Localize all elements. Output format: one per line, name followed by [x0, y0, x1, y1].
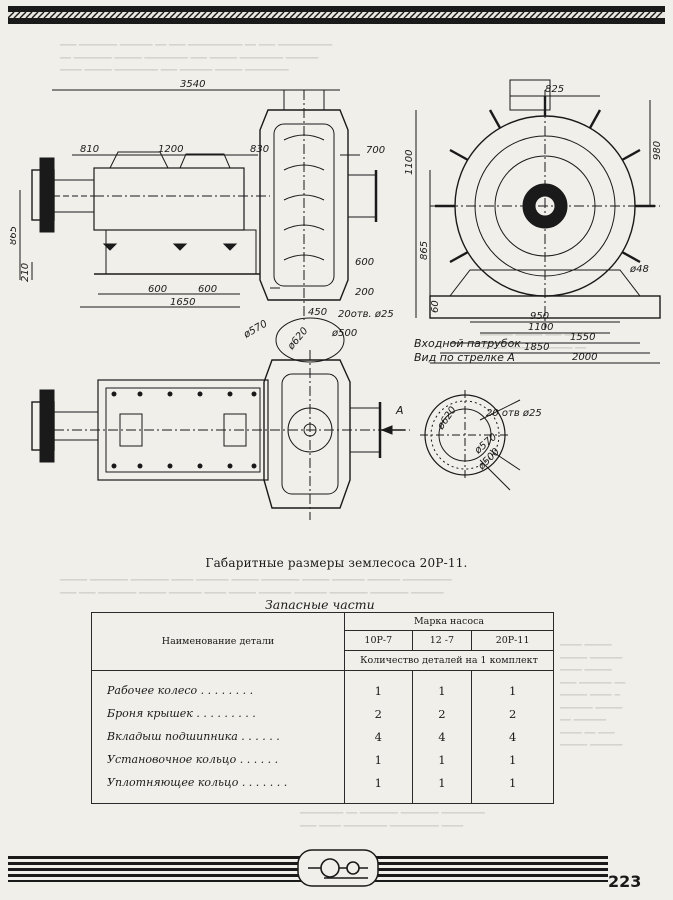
front-view	[415, 79, 661, 364]
inlet-subtitle: Вид по стрелке А	[414, 351, 515, 364]
dim-1650: 1650	[170, 297, 195, 308]
dim-600-c: 600	[355, 257, 374, 268]
qty-cell: 1	[411, 771, 473, 804]
dim-620-a: ø620	[285, 326, 310, 353]
dim-950: 950	[530, 311, 549, 322]
qty-cell: 4	[411, 725, 473, 749]
qty-header: Количество деталей на 1 комплект	[344, 650, 554, 671]
qty-cell: 1	[471, 748, 554, 772]
page-number: 223	[608, 872, 642, 891]
part-name: Уплотняющее кольцо	[107, 776, 239, 790]
dim-830: 830	[250, 144, 269, 155]
part-name: Рабочее колесо	[107, 683, 198, 697]
dim-1550: 1550	[570, 332, 595, 343]
bleed-through-text: ────── ───── ─── ───────── ────── ───── …	[480, 331, 587, 354]
dim-60: 60	[430, 300, 441, 313]
dim-210: 210	[20, 263, 31, 282]
dim-holes-b: 20 отв ø25	[486, 408, 542, 419]
col-header-model: 10Р-7	[344, 630, 413, 651]
top-ornament-band	[8, 6, 665, 24]
part-name: Броня крышек	[107, 707, 193, 721]
table-row: Рабочее колесо . . . . . . . . 1 1 1	[91, 670, 554, 703]
bottom-ornament-band	[8, 849, 608, 887]
col-header-model: 20Р-11	[471, 630, 554, 651]
dim-450: 450	[308, 307, 327, 318]
col-header-name: Наименование детали	[91, 612, 345, 671]
qty-cell: 2	[411, 702, 473, 726]
table-row: Броня крышек . . . . . . . . . 2 2 2	[91, 702, 554, 726]
qty-cell: 1	[344, 748, 413, 772]
qty-cell: 4	[344, 725, 413, 749]
inlet-flange-view	[420, 390, 521, 491]
bleed-through-text: ──────── ── ─────── ─────── ─────────── …	[300, 809, 485, 832]
plan-view	[31, 317, 410, 520]
col-header-group: Марка насоса	[344, 612, 554, 631]
part-name: Установочное кольцо	[107, 752, 237, 766]
arrow-a-label: A	[395, 404, 404, 417]
table-row: Уплотняющее кольцо . . . . . . . 1 1 1	[91, 771, 554, 804]
bleed-through-text: ───── ─────── ─────── ──── ────── ───── …	[60, 576, 452, 599]
pump-emblem-icon	[297, 849, 379, 887]
qty-cell: 1	[471, 670, 554, 703]
dredge-pump-drawing: 3540 810 1200 830 700 865 210 600 600 16…	[10, 79, 663, 520]
dim-1850: 1850	[524, 342, 549, 353]
part-name: Вкладыш подшипника	[107, 729, 238, 743]
inlet-title: Входной патрубок	[414, 337, 521, 350]
bleed-through-text: ──── ────────── ────────── ──────── ────…	[560, 641, 626, 751]
table-row: Вкладыш подшипника . . . . . . 4 4 4	[91, 725, 554, 749]
col-header-model: 12 -7	[411, 630, 473, 651]
qty-cell: 1	[411, 748, 473, 772]
dim-200: 200	[355, 287, 374, 298]
dim-620-b: ø620	[435, 405, 459, 433]
spare-parts-table: Наименование детали Марка насоса 10Р-7 1…	[91, 612, 554, 804]
qty-cell: 4	[471, 725, 554, 749]
dim-500-a: ø500	[331, 328, 357, 339]
qty-cell: 1	[411, 670, 473, 703]
dim-48: ø48	[629, 264, 649, 275]
dim-3540: 3540	[180, 79, 205, 90]
qty-cell: 1	[344, 771, 413, 804]
dim-1200: 1200	[158, 144, 183, 155]
dim-600-a: 600	[148, 284, 167, 295]
dim-825: 825	[545, 84, 564, 95]
dim-600-b: 600	[198, 284, 217, 295]
dim-810: 810	[80, 144, 99, 155]
dim-865-left: 865	[10, 226, 19, 245]
qty-cell: 2	[471, 702, 554, 726]
figure-caption: Габаритные размеры землесоса 20Р-11.	[205, 556, 468, 570]
dim-700: 700	[366, 145, 385, 156]
dim-1100-h: 1100	[528, 322, 553, 333]
dim-2000: 2000	[572, 352, 597, 363]
dim-1100-v: 1100	[404, 150, 415, 175]
qty-cell: 1	[471, 771, 554, 804]
bleed-through-text: ─── ─────── ────── ── ─── ────────── ── …	[60, 41, 333, 76]
dim-holes-a: 20отв. ø25	[338, 309, 394, 320]
table-title: Запасные части	[265, 597, 375, 612]
dim-980: 980	[652, 141, 663, 160]
table-row: Установочное кольцо . . . . . . 1 1 1	[91, 748, 554, 772]
qty-cell: 1	[344, 670, 413, 703]
dim-865-right: 865	[419, 241, 430, 260]
side-elevation-view	[19, 89, 378, 320]
qty-cell: 2	[344, 702, 413, 726]
dim-570-a: ø570	[241, 318, 269, 341]
